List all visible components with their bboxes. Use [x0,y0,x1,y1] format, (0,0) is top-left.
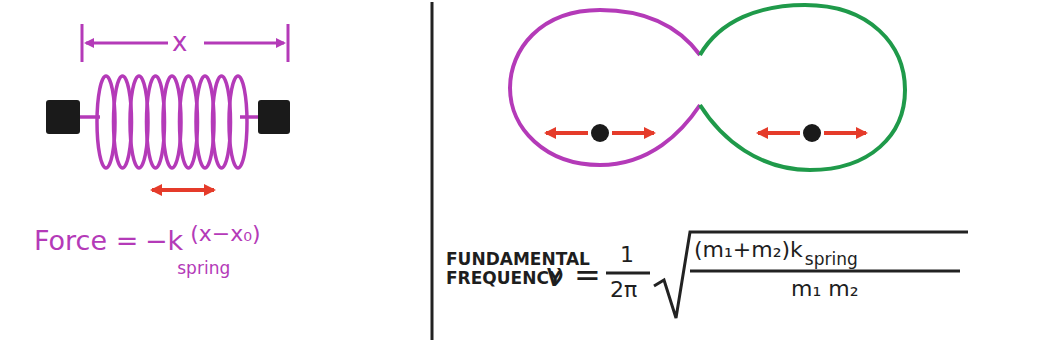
atom-lobe [700,5,905,170]
formula-symbol: ν = [546,258,601,293]
subscript-label: spring [177,259,230,278]
spring-coil [80,76,258,168]
formula-term: m₁ m₂ [791,277,859,301]
root-sign [654,232,968,318]
fraction-bar [606,272,650,275]
atom-lobe [510,10,700,165]
formula-term: 2π [610,278,637,302]
mass-block [46,100,80,134]
motion-arrow [152,188,214,192]
vibration-arrow [546,131,866,135]
formula-term: 1 [620,243,634,267]
formula-term: (m₁+m₂)k [694,238,803,262]
divider [431,2,434,340]
nucleus-dot [591,124,609,142]
subscript-label: spring [805,250,858,269]
nucleus-dot [803,124,821,142]
dimension-label: x [172,28,187,57]
mass-block [258,100,290,134]
force-text: Force = [34,226,138,256]
force-text: −k [145,226,183,256]
fraction-bar [690,270,960,273]
force-text: (x−x₀) [190,222,260,246]
dimension-line [82,24,288,62]
